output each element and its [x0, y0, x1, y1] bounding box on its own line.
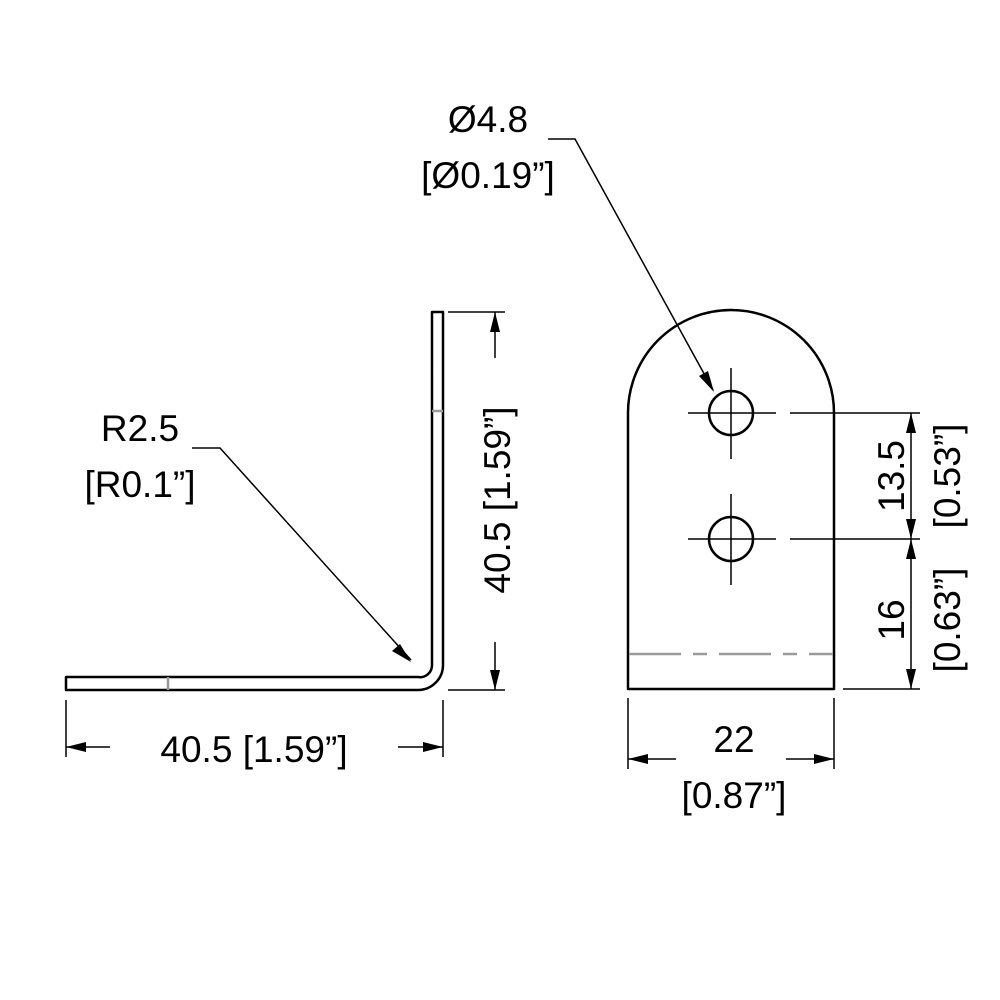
hole-to-bend-in: [0.63”]	[927, 568, 968, 673]
hole-to-bend-arrow-top	[906, 539, 916, 559]
hole-to-bend-mm: 16	[871, 599, 912, 640]
width-dimension: 22 [0.87”]	[627, 698, 835, 816]
hole-diameter-leader	[548, 138, 714, 391]
width-arrow-right	[814, 754, 834, 764]
arrow-up	[490, 312, 500, 332]
bend-radius-mm: R2.5	[101, 408, 179, 449]
bend-radius-in: [R0.1”]	[84, 464, 195, 505]
horizontal-leg-dimension: 40.5 [1.59”]	[65, 700, 444, 770]
hole-spacing-mm: 13.5	[871, 440, 912, 512]
bend-radius-callout: R2.5 [R0.1”]	[84, 408, 412, 662]
arrow-right	[423, 742, 443, 752]
hole-position-dimensions: 13.5 [0.53”] 16 [0.63”]	[790, 412, 968, 690]
bracket-front-outline	[626, 308, 836, 691]
hole-spacing-arrow-bottom	[906, 519, 916, 539]
hole-diameter-mm: Ø4.8	[448, 99, 528, 140]
hole-diameter-arrowhead	[699, 371, 714, 392]
bend-radius-leader	[192, 447, 412, 661]
vertical-leg-label: 40.5 [1.59”]	[477, 406, 518, 593]
hole-to-bend-arrow-bottom	[906, 669, 916, 689]
front-view: Ø4.8 [Ø0.19”] 13.5 [0.53”] 16 [0.63”]	[421, 99, 968, 816]
width-in: [0.87”]	[682, 775, 787, 816]
width-mm: 22	[713, 719, 754, 760]
hole-diameter-callout: Ø4.8 [Ø0.19”]	[421, 99, 714, 392]
bend-radius-arrowhead	[392, 644, 411, 662]
hole-spacing-in: [0.53”]	[927, 424, 968, 529]
width-arrow-left	[628, 754, 648, 764]
bracket-side-profile	[64, 310, 445, 692]
side-view: 40.5 [1.59”] 40.5 [1.59”] R2.5 [R0.1”]	[64, 310, 518, 770]
horizontal-leg-label: 40.5 [1.59”]	[160, 729, 347, 770]
hole-spacing-arrow-top	[906, 413, 916, 433]
arrow-down	[490, 670, 500, 690]
vertical-leg-dimension: 40.5 [1.59”]	[448, 311, 518, 691]
hole-diameter-in: [Ø0.19”]	[421, 155, 555, 196]
arrow-left	[66, 742, 86, 752]
